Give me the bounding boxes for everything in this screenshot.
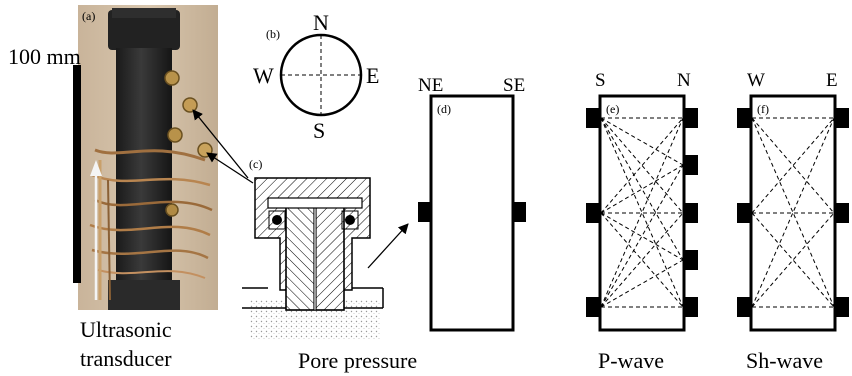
pore-pressure-right-label: SE <box>503 75 525 96</box>
p-wave-ray <box>600 117 684 166</box>
panel-e-label: (e) <box>606 102 619 116</box>
sh-wave-right-label: E <box>826 70 838 91</box>
p-wave-right-label: N <box>677 70 691 91</box>
scale-label: 100 mm <box>8 44 81 69</box>
caption-ultrasonic: Ultrasonic <box>80 317 172 342</box>
compass-diagram: (b) N S W E <box>253 10 379 143</box>
p-wave-ray <box>600 117 684 308</box>
pore-pressure-left-label: NE <box>418 75 443 96</box>
compass-west: W <box>253 63 274 88</box>
caption-p-wave: P-wave <box>598 348 664 373</box>
compass-north: N <box>313 10 329 35</box>
panel-a-label: (a) <box>82 9 95 23</box>
p-wave-left-label: S <box>595 70 606 91</box>
panel-f-label: (f) <box>757 102 769 116</box>
p-wave-ray <box>600 117 684 261</box>
photo-panel: (a) <box>73 5 218 310</box>
p-wave-ray <box>600 164 684 214</box>
sh-wave-ray <box>751 117 835 308</box>
p-wave-ray <box>600 212 684 261</box>
sh-wave-ray <box>751 117 835 308</box>
compass-east: E <box>366 63 379 88</box>
caption-transducer: transducer <box>80 346 172 371</box>
p-wave-ray <box>600 164 684 308</box>
sh-wave-left-label: W <box>747 70 765 91</box>
caption-sh-wave: Sh-wave <box>746 348 823 373</box>
p-wave-diagram: S N (e) <box>586 70 698 332</box>
panel-c-label: (c) <box>249 157 262 171</box>
compass-south: S <box>313 118 325 143</box>
p-wave-ray <box>600 117 684 308</box>
pore-pressure-diagram: NE SE (d) <box>418 75 526 332</box>
sh-wave-diagram: W E (f) <box>737 70 849 332</box>
p-wave-ray <box>600 259 684 308</box>
transducer-cross-section: (c) <box>192 109 409 340</box>
panel-d-label: (d) <box>437 102 451 116</box>
caption-pore-pressure: Pore pressure <box>298 348 417 373</box>
panel-b-label: (b) <box>266 27 280 41</box>
